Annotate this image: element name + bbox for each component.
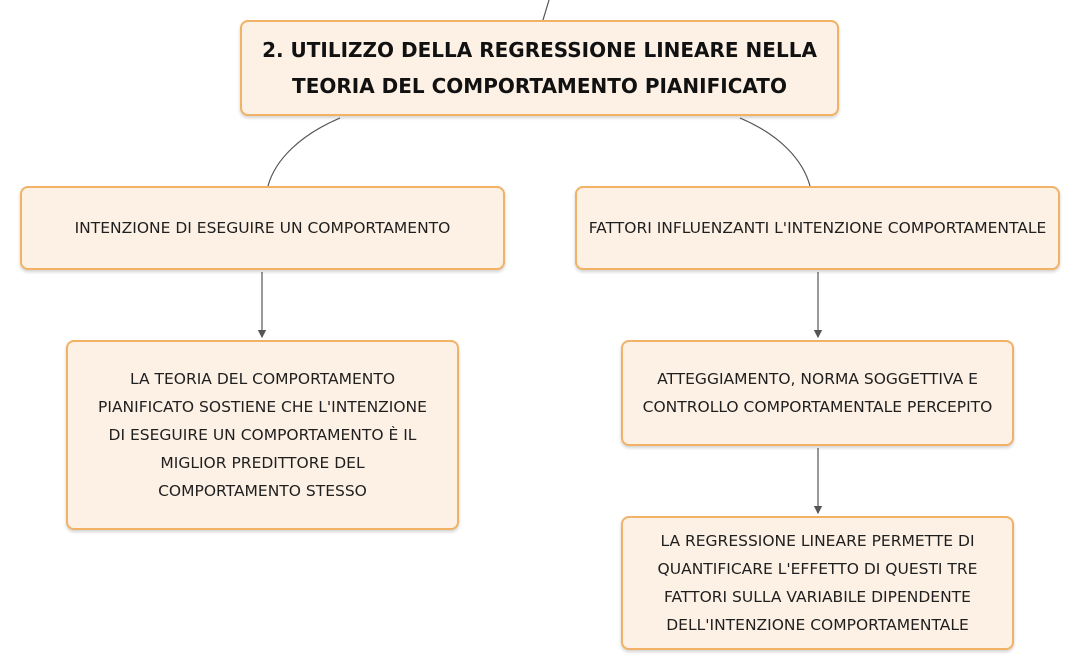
- topic-node-atteggiamento[interactable]: ATTEGGIAMENTO, NORMA SOGGETTIVA E CONTRO…: [621, 340, 1014, 446]
- root-topic-label: 2. UTILIZZO DELLA REGRESSIONE LINEARE NE…: [262, 38, 817, 98]
- root-topic-node[interactable]: 2. UTILIZZO DELLA REGRESSIONE LINEARE NE…: [240, 20, 839, 116]
- topic-node-intenzione[interactable]: INTENZIONE DI ESEGUIRE UN COMPORTAMENTO: [20, 186, 505, 270]
- topic-label-intenzione: INTENZIONE DI ESEGUIRE UN COMPORTAMENTO: [74, 219, 451, 237]
- topic-label-atteggiamento: ATTEGGIAMENTO, NORMA SOGGETTIVA E CONTRO…: [642, 370, 993, 416]
- topic-label-regressione: LA REGRESSIONE LINEARE PERMETTE DI QUANT…: [657, 532, 978, 634]
- topic-label-teoria: LA TEORIA DEL COMPORTAMENTO PIANIFICATO …: [98, 370, 427, 500]
- topic-node-teoria[interactable]: LA TEORIA DEL COMPORTAMENTO PIANIFICATO …: [66, 340, 459, 530]
- topic-node-fattori[interactable]: FATTORI INFLUENZANTI L'INTENZIONE COMPOR…: [575, 186, 1060, 270]
- connector-root-to-fattori: [739, 117, 811, 187]
- topic-node-regressione[interactable]: LA REGRESSIONE LINEARE PERMETTE DI QUANT…: [621, 516, 1014, 650]
- topic-label-fattori: FATTORI INFLUENZANTI L'INTENZIONE COMPOR…: [588, 219, 1047, 237]
- connector-parent-to-root: [542, 0, 550, 21]
- connector-root-to-intenzione: [267, 117, 341, 187]
